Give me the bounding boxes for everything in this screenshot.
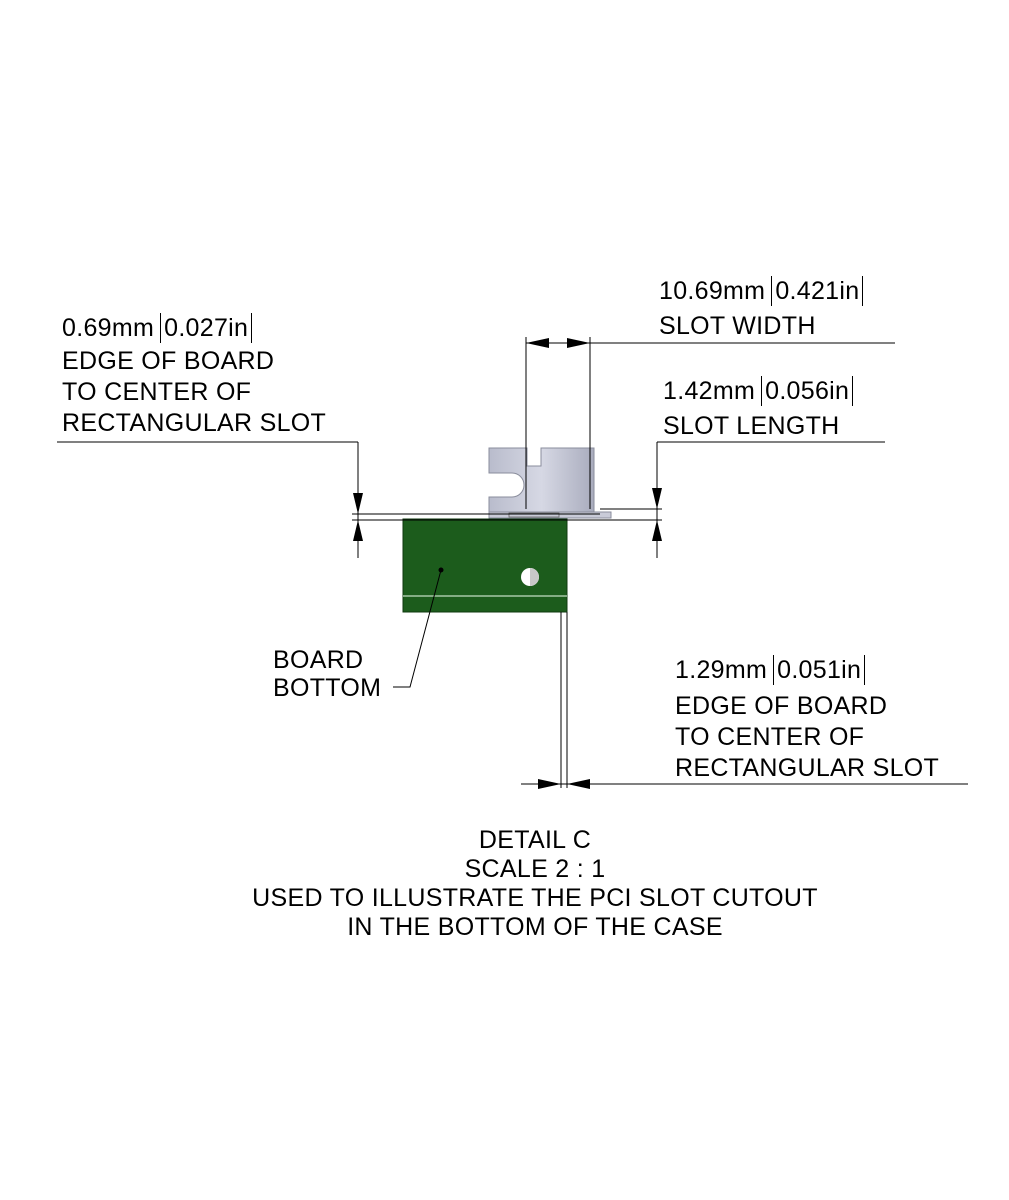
board-label-line-2: BOTTOM (273, 674, 382, 702)
dim-left-line-2: TO CENTER OF (62, 378, 252, 406)
dim-slot-width-imperial: 0.421in (771, 276, 864, 306)
board-label-line-1: BOARD (273, 646, 364, 674)
dim-slot-length-imperial: 0.056in (761, 376, 854, 406)
dim-left-metric: 0.69mm (62, 314, 155, 342)
board-bottom-label: BOARD BOTTOM (273, 646, 381, 702)
pci-bracket (488, 447, 612, 519)
dim-edge-to-slot-right: 1.29mm 0.051in EDGE OF BOARD TO CENTER O… (675, 655, 939, 783)
dim-slot-width-line-1: SLOT WIDTH (659, 312, 816, 340)
caption-description-2: IN THE BOTTOM OF THE CASE (347, 913, 723, 941)
dim-right-line-3: RECTANGULAR SLOT (675, 754, 940, 782)
dim-right-line-1: EDGE OF BOARD (675, 692, 888, 720)
pcb-board (402, 518, 568, 613)
dim-left-line-3: RECTANGULAR SLOT (62, 409, 327, 437)
dim-right-imperial: 0.051in (773, 655, 866, 685)
dimension-arrows (353, 338, 662, 789)
caption-description-1: USED TO ILLUSTRATE THE PCI SLOT CUTOUT (252, 884, 818, 912)
dimension-lines (57, 337, 968, 788)
dim-left-imperial: 0.027in (160, 313, 253, 343)
dim-right-line-2: TO CENTER OF (675, 723, 865, 751)
dim-slot-width-metric: 10.69mm (659, 277, 766, 305)
dim-slot-length-metric: 1.42mm (663, 377, 756, 405)
caption-title: DETAIL C (478, 826, 592, 854)
caption-scale: SCALE 2 : 1 (464, 855, 606, 883)
dim-edge-to-slot-left: 0.69mm 0.027in EDGE OF BOARD TO CENTER O… (62, 313, 326, 438)
detail-caption: DETAIL C SCALE 2 : 1 USED TO ILLUSTRATE … (0, 826, 1009, 942)
dim-slot-width: 10.69mm 0.421in SLOT WIDTH (659, 276, 864, 341)
dim-right-metric: 1.29mm (675, 656, 768, 684)
dim-slot-length-line-1: SLOT LENGTH (663, 412, 840, 440)
dim-left-line-1: EDGE OF BOARD (62, 347, 275, 375)
dim-slot-length: 1.42mm 0.056in SLOT LENGTH (663, 376, 854, 441)
